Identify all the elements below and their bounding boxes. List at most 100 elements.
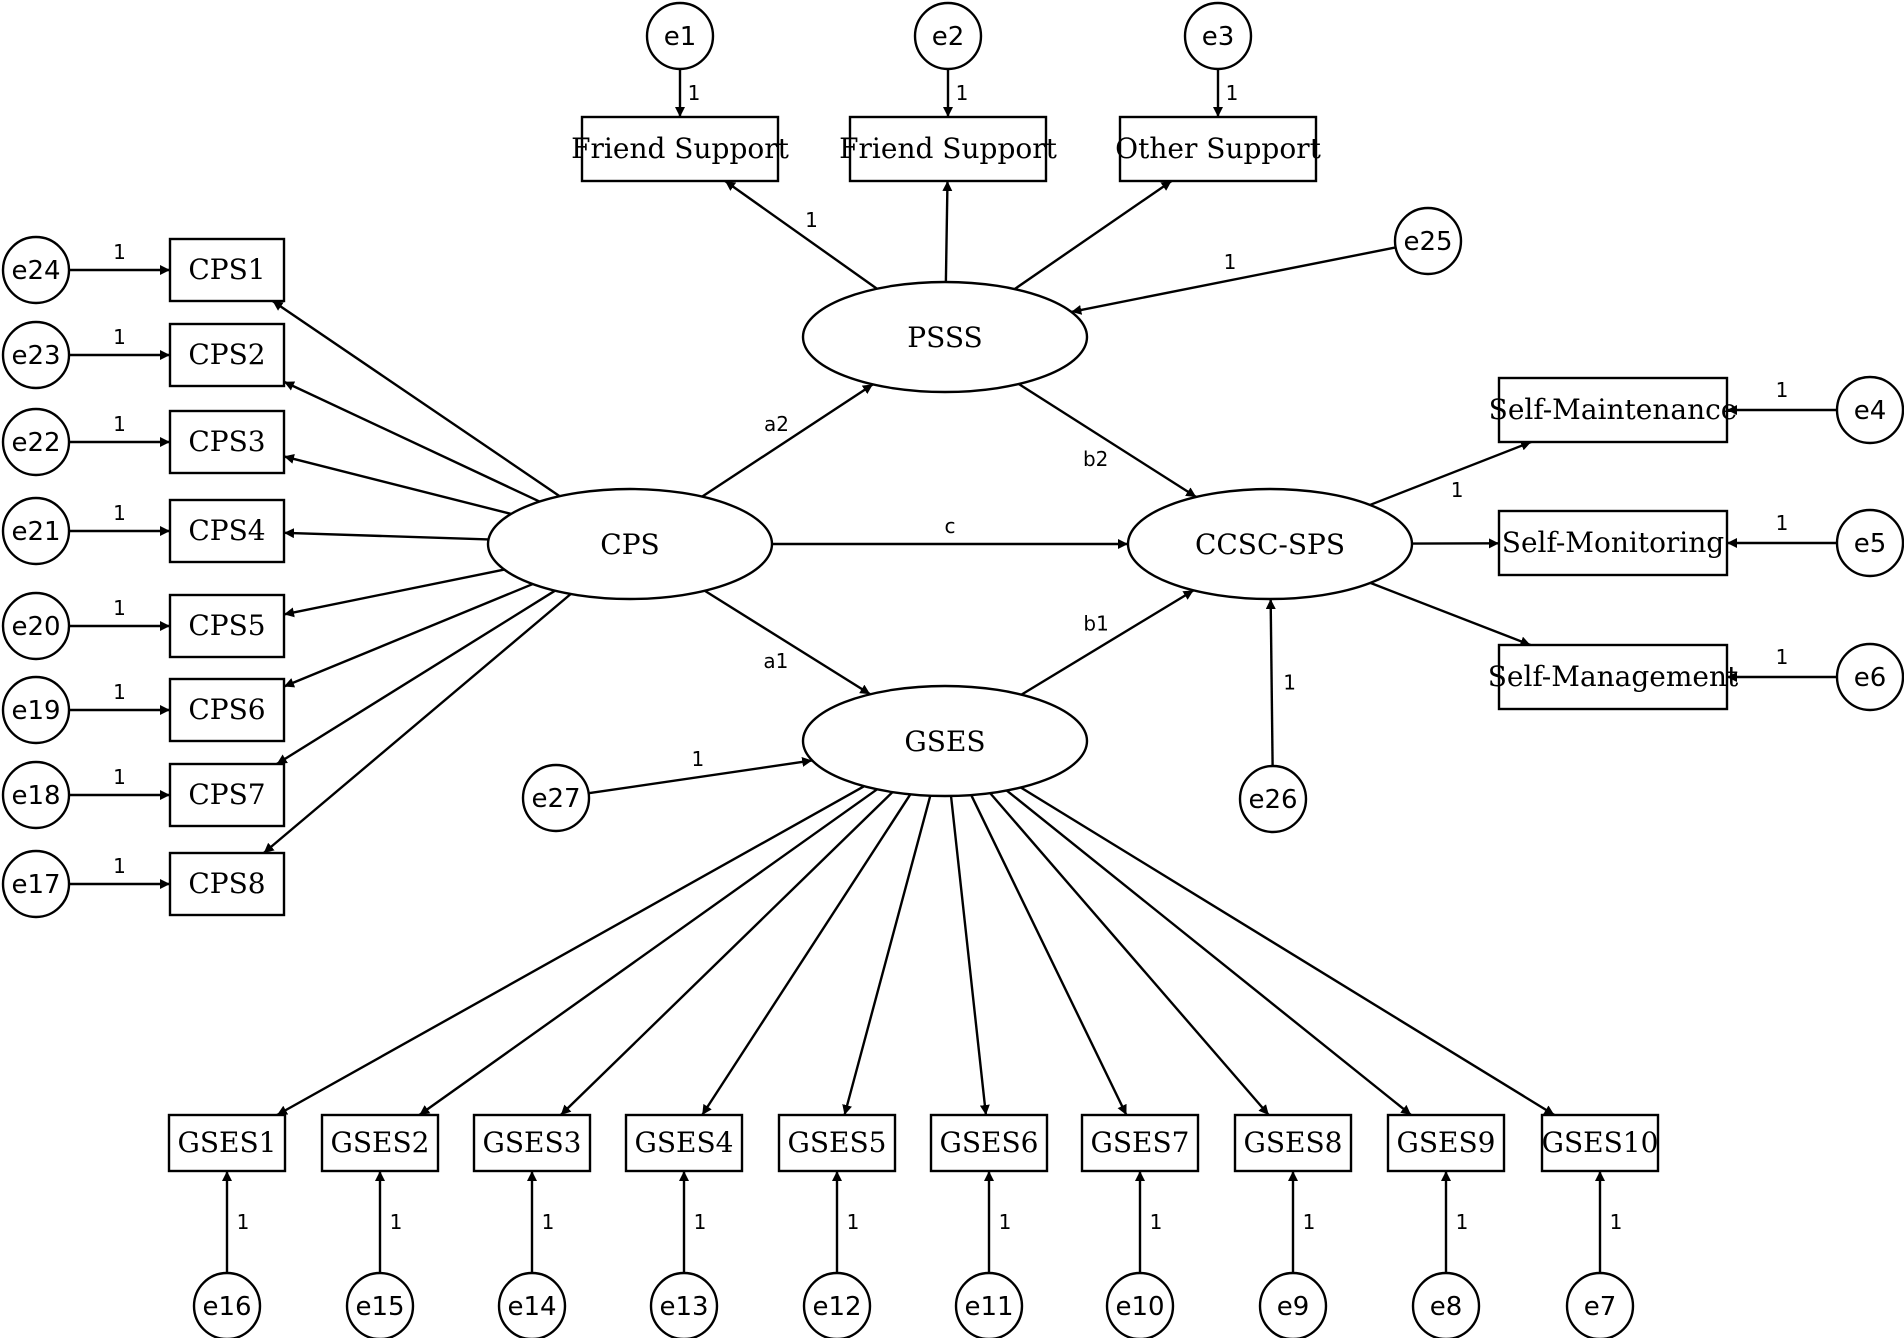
indicator-cps2: CPS2: [168, 322, 286, 388]
error-e22: e22: [1, 407, 71, 477]
error-circle: [1, 591, 71, 661]
ccsc-disturbance-path: [1265, 598, 1276, 767]
error-e27: e27: [521, 763, 591, 833]
psss-loading-1: [724, 180, 878, 290]
error-label: e10: [1115, 1292, 1164, 1322]
error-e21: e21: [1, 496, 71, 566]
error-circle: [1411, 1271, 1481, 1338]
paths-layer: [69, 69, 1837, 1273]
error-label: e15: [355, 1292, 404, 1322]
indicator-label: GSES5: [788, 1126, 887, 1159]
path-a2: [701, 383, 874, 498]
indicator-cps4: CPS4: [168, 498, 286, 564]
ccsc-loading-3: [1369, 581, 1531, 647]
psss-disturbance-path: [1071, 246, 1396, 315]
error-e16: e16: [192, 1271, 262, 1338]
indicator-label: Friend Support: [571, 132, 790, 165]
indicator-box: [168, 322, 286, 388]
cps-loading-2: [283, 380, 541, 503]
indicator-label: GSES7: [1091, 1126, 1190, 1159]
gses-loading-5: [842, 795, 932, 1116]
error-circle: [649, 1271, 719, 1338]
indicator-label: Friend Support: [839, 132, 1058, 165]
error-circle: [345, 1271, 415, 1338]
indicator-label: GSES4: [635, 1126, 734, 1159]
error-circle: [1, 320, 71, 390]
cps-loading-7: [276, 589, 556, 766]
indicator-label: CPS4: [188, 514, 265, 547]
cps-loading-3: [283, 454, 512, 516]
path-a2-label: a2: [764, 412, 789, 436]
cps-loading-1: [271, 300, 561, 498]
error-e24: e24: [1, 235, 71, 305]
error-circle: [1238, 764, 1308, 834]
latent-label: CPS: [600, 528, 659, 561]
gses-error-path-7-label: 1: [1150, 1210, 1163, 1234]
error-e9: e9: [1258, 1271, 1328, 1338]
error-circle: [802, 1271, 872, 1338]
gses-error-path-8-label: 1: [1303, 1210, 1316, 1234]
latent-label: PSSS: [907, 321, 982, 354]
path-b1-label: b1: [1083, 612, 1108, 636]
indicator-friend-support: Friend Support: [571, 115, 790, 183]
indicator-box: [320, 1113, 440, 1173]
indicator-label: CPS8: [188, 867, 265, 900]
indicator-box: [777, 1113, 897, 1173]
error-circle: [1565, 1271, 1635, 1338]
error-circle: [1835, 642, 1904, 712]
error-e6: e6: [1835, 642, 1904, 712]
indicator-gses1: GSES1: [167, 1113, 287, 1173]
gses-error-path-4-label: 1: [694, 1210, 707, 1234]
psss-loading-2: [942, 180, 953, 283]
indicator-self-maintenance: Self-Maintenance: [1489, 376, 1738, 444]
indicator-label: CPS6: [188, 693, 265, 726]
psss-loading-3: [1013, 180, 1173, 291]
error-e19: e19: [1, 675, 71, 745]
error-label: e18: [11, 781, 60, 811]
gses-loading-4: [701, 793, 912, 1116]
indicator-label: CPS3: [188, 425, 265, 458]
latent-ellipse: [1126, 487, 1414, 601]
indicator-box: [580, 115, 780, 183]
cps-loading-5: [283, 568, 505, 618]
error-label: e1: [664, 22, 697, 52]
error-circle: [1183, 1, 1253, 71]
error-e15: e15: [345, 1271, 415, 1338]
indicator-label: Self-Maintenance: [1489, 393, 1738, 426]
indicator-gses9: GSES9: [1386, 1113, 1506, 1173]
indicator-label: GSES3: [483, 1126, 582, 1159]
error-label: e12: [812, 1292, 861, 1322]
path-b1: [1020, 589, 1195, 696]
error-label: e7: [1584, 1292, 1617, 1322]
psss-error-path-3-label: 1: [1226, 81, 1239, 105]
indicator-box: [168, 237, 286, 303]
error-e11: e11: [954, 1271, 1024, 1338]
indicator-box: [168, 593, 286, 659]
error-label: e6: [1854, 663, 1887, 693]
ccsc-error-path-2-label: 1: [1776, 511, 1789, 535]
error-label: e8: [1430, 1292, 1463, 1322]
indicator-box: [167, 1113, 287, 1173]
error-label: e4: [1854, 396, 1887, 426]
error-circle: [497, 1271, 567, 1338]
error-e2: e2: [913, 1, 983, 71]
latent-ccsc-sps: CCSC-SPS: [1126, 487, 1414, 601]
indicator-label: Self-Management: [1488, 660, 1739, 693]
indicator-gses7: GSES7: [1080, 1113, 1200, 1173]
indicator-box: [168, 677, 286, 743]
indicator-box: [1080, 1113, 1200, 1173]
error-label: e9: [1277, 1292, 1310, 1322]
indicator-box: [472, 1113, 592, 1173]
error-label: e24: [11, 256, 60, 286]
gses-loading-1: [276, 785, 865, 1117]
indicator-box: [168, 498, 286, 564]
indicator-box: [848, 115, 1048, 183]
gses-error-path-9-label: 1: [1456, 1210, 1469, 1234]
error-e17: e17: [1, 849, 71, 919]
gses-error-path-1-label: 1: [237, 1210, 250, 1234]
cps-error-path-7-label: 1: [113, 765, 126, 789]
indicator-box: [168, 762, 286, 828]
indicator-friend-support: Friend Support: [839, 115, 1058, 183]
